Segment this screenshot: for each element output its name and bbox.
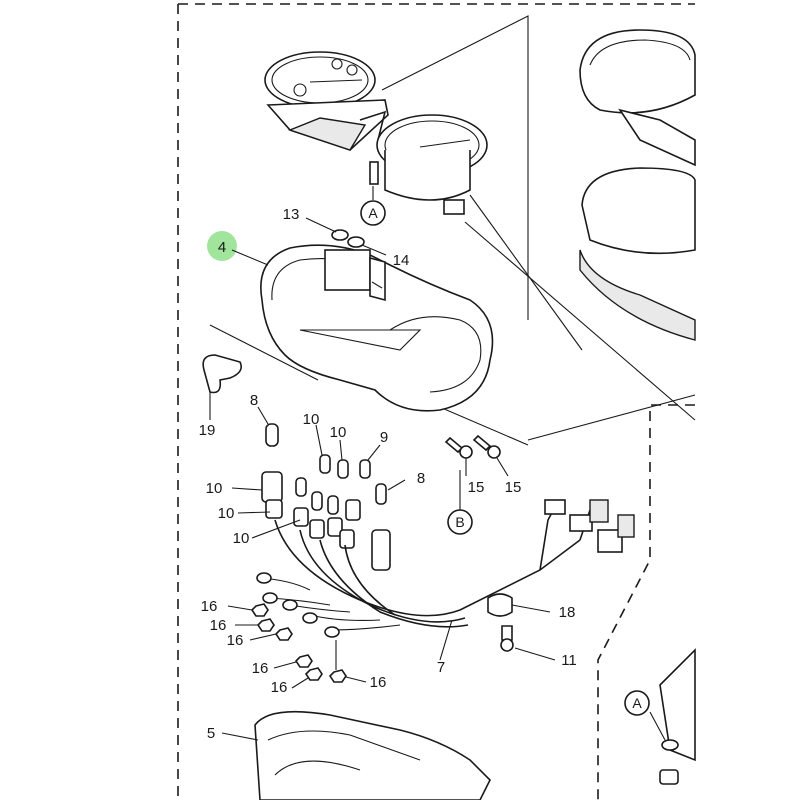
- callout-b-mid: B: [447, 509, 473, 535]
- label-part-9: 9: [380, 429, 388, 446]
- label-part-5: 5: [207, 725, 215, 742]
- callout-a-top: A: [360, 200, 386, 226]
- label-part-10a: 10: [303, 411, 320, 428]
- meter-case-part-4: [209, 217, 494, 412]
- svg-text:A: A: [368, 205, 378, 221]
- right-cover-pieces: [579, 29, 696, 341]
- clip-part-19: [202, 354, 243, 420]
- screws-part-15: [444, 434, 509, 510]
- label-part-16a: 16: [201, 598, 218, 615]
- label-part-8b: 8: [417, 470, 425, 487]
- label-part-16b: 16: [210, 617, 227, 634]
- svg-text:A: A: [632, 695, 642, 711]
- svg-text:B: B: [455, 514, 464, 530]
- dashed-boundary: [177, 3, 695, 800]
- label-part-10c: 10: [206, 480, 223, 497]
- label-part-18: 18: [559, 604, 576, 621]
- part-4-highlight: [207, 231, 237, 261]
- label-part-16f: 16: [370, 674, 387, 691]
- label-part-15a: 15: [468, 479, 485, 496]
- part-number-labels: 4 13 14 19 8 10 10 9 8 10 10 10 15 15 18…: [199, 206, 577, 742]
- label-part-11: 11: [561, 652, 577, 669]
- wire-harness-part-7: [256, 499, 635, 670]
- bulbs-and-sockets: [231, 406, 406, 571]
- label-part-7: 7: [437, 659, 445, 676]
- nuts-part-16: [227, 603, 367, 689]
- label-part-4: 4: [218, 239, 226, 256]
- label-part-16c: 16: [227, 632, 244, 649]
- bottom-right-detail: [649, 648, 696, 785]
- label-part-8a: 8: [250, 392, 258, 409]
- lower-cover-part-5: [221, 710, 491, 800]
- callout-a-bottom: A: [624, 690, 650, 716]
- label-part-13: 13: [283, 206, 300, 223]
- label-part-16d: 16: [252, 660, 269, 677]
- label-part-14: 14: [393, 252, 410, 269]
- label-part-15b: 15: [505, 479, 522, 496]
- label-part-10e: 10: [233, 530, 250, 547]
- gauge-assembly-top: [264, 15, 696, 446]
- label-part-19: 19: [199, 422, 216, 439]
- label-part-16e: 16: [271, 679, 288, 696]
- label-part-10d: 10: [218, 505, 235, 522]
- label-part-10b: 10: [330, 424, 347, 441]
